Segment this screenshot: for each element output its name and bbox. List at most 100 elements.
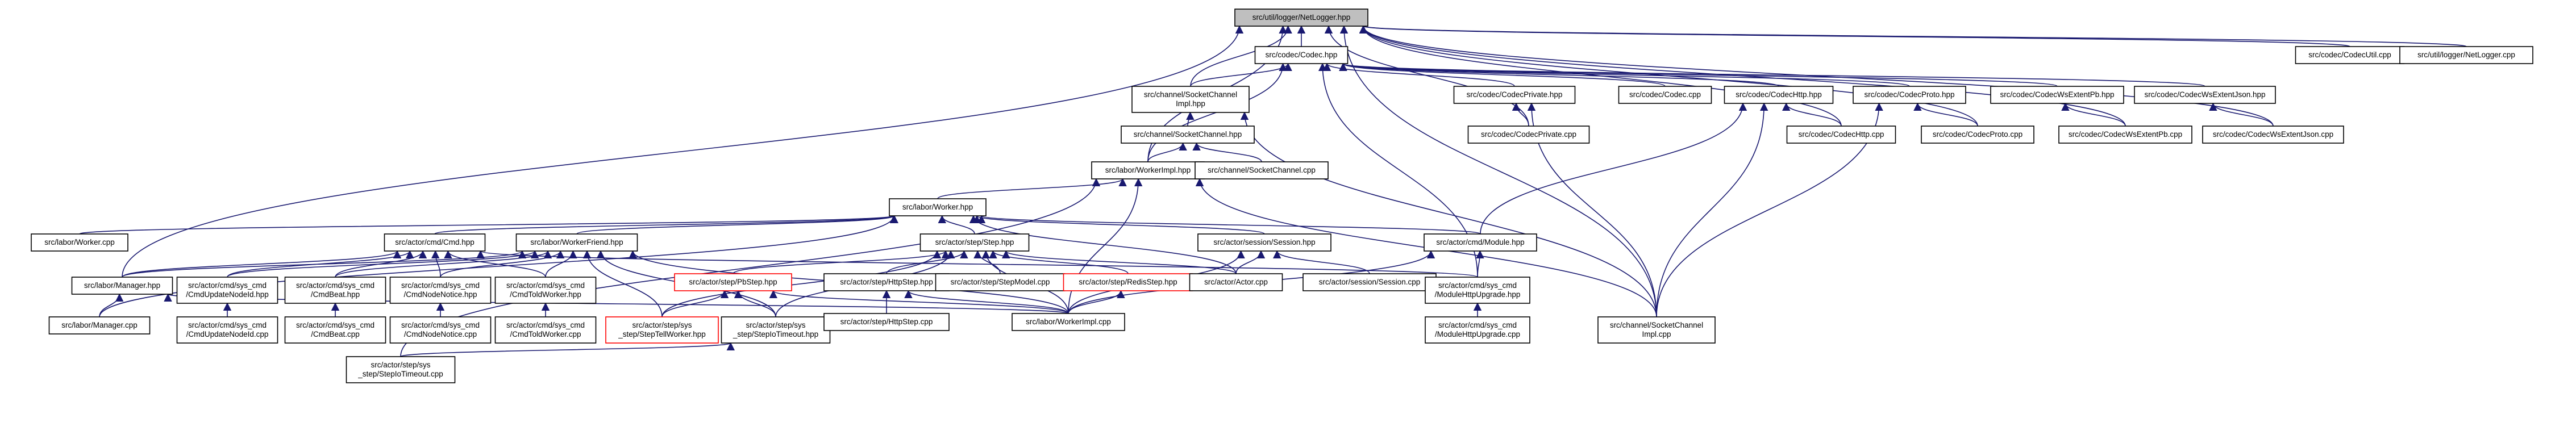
graph-node-codec-wspb-hpp[interactable]: src/codec/CodecWsExtentPb.hpp bbox=[1990, 86, 2124, 104]
graph-node-codec-proto-cpp[interactable]: src/codec/CodecProto.cpp bbox=[1921, 126, 2034, 144]
edge-arrow bbox=[99, 293, 124, 317]
node-box bbox=[1786, 126, 1896, 144]
graph-node-cmdnodenotice-cpp[interactable]: src/actor/cmd/sys_cmd/CmdNodeNotice.cpp bbox=[389, 316, 492, 344]
graph-node-codec-http-hpp[interactable]: src/codec/CodecHttp.hpp bbox=[1724, 86, 1834, 104]
node-label: src/labor/WorkerImpl.cpp bbox=[1026, 317, 1111, 326]
edge-arrow bbox=[1240, 111, 1657, 317]
graph-node-cmdtoldworker-cpp[interactable]: src/actor/cmd/sys_cmd/CmdToldWorker.cpp bbox=[494, 316, 597, 344]
node-box bbox=[1012, 313, 1125, 331]
graph-node-codec-http-cpp[interactable]: src/codec/CodecHttp.cpp bbox=[1786, 126, 1896, 144]
graph-node-netlogger-cpp[interactable]: src/util/logger/NetLogger.cpp bbox=[2399, 46, 2533, 64]
edge-arrow bbox=[582, 250, 663, 317]
graph-node-cmdtoldworker-hpp[interactable]: src/actor/cmd/sys_cmd/CmdToldWorker.hpp bbox=[494, 277, 597, 304]
edge-arrow bbox=[2061, 102, 2126, 127]
include-edge bbox=[734, 290, 776, 317]
node-box bbox=[494, 316, 597, 344]
node-label: src/codec/CodecWsExtentJson.hpp bbox=[2144, 90, 2265, 99]
graph-node-worker-hpp[interactable]: src/labor/Worker.hpp bbox=[889, 198, 987, 216]
graph-node-codec-cpp[interactable]: src/codec/Codec.cpp bbox=[1618, 86, 1712, 104]
graph-node-httpstep-cpp[interactable]: src/actor/step/HttpStep.cpp bbox=[823, 313, 950, 331]
include-edge bbox=[1360, 25, 2350, 47]
graph-node-manager-cpp[interactable]: src/labor/Manager.cpp bbox=[48, 316, 151, 335]
graph-node-modulehttpupgrade-cpp[interactable]: src/actor/cmd/sys_cmd/ModuleHttpUpgrade.… bbox=[1425, 316, 1530, 344]
graph-node-cmdupdatenodeid-cpp[interactable]: src/actor/cmd/sys_cmd/CmdUpdateNodeId.cp… bbox=[176, 316, 278, 344]
include-edge bbox=[1339, 62, 1910, 87]
node-label: src/actor/cmd/sys_cmd bbox=[506, 281, 585, 290]
graph-node-codec-private-cpp[interactable]: src/codec/CodecPrivate.cpp bbox=[1467, 126, 1590, 144]
edge-arrow bbox=[733, 250, 950, 274]
graph-node-cmdupdatenodeid-hpp[interactable]: src/actor/cmd/sys_cmd/CmdUpdateNodeId.hp… bbox=[176, 277, 278, 304]
graph-node-step-hpp[interactable]: src/actor/step/Step.hpp bbox=[919, 233, 1030, 252]
node-label: src/codec/Codec.cpp bbox=[1629, 90, 1701, 99]
graph-node-codec-wsjson-hpp[interactable]: src/codec/CodecWsExtentJson.hpp bbox=[2134, 86, 2276, 104]
node-box bbox=[823, 313, 950, 331]
node-box bbox=[1302, 273, 1437, 291]
node-box bbox=[494, 277, 597, 304]
node-box bbox=[176, 316, 278, 344]
graph-node-workerimpl-cpp[interactable]: src/labor/WorkerImpl.cpp bbox=[1012, 313, 1125, 331]
node-label: src/codec/CodecUtil.cpp bbox=[2308, 51, 2391, 59]
node-box bbox=[1453, 86, 1576, 104]
node-label: src/codec/CodecPrivate.cpp bbox=[1481, 130, 1576, 139]
node-label: /CmdBeat.hpp bbox=[311, 290, 360, 299]
graph-node-stepmodel-cpp[interactable]: src/actor/step/StepModel.cpp bbox=[935, 273, 1066, 291]
graph-node-codec-hpp[interactable]: src/codec/Codec.hpp bbox=[1254, 46, 1349, 64]
graph-node-codec-util[interactable]: src/codec/CodecUtil.cpp bbox=[2295, 46, 2405, 64]
graph-node-codec-private-hpp[interactable]: src/codec/CodecPrivate.hpp bbox=[1453, 86, 1576, 104]
graph-node-session-cpp[interactable]: src/actor/session/Session.cpp bbox=[1302, 273, 1437, 291]
edge-arrow bbox=[989, 250, 1129, 274]
edge-arrow bbox=[434, 215, 898, 235]
node-box bbox=[1618, 86, 1712, 104]
graph-node-root[interactable]: src/util/logger/NetLogger.hpp bbox=[1234, 9, 1368, 27]
edge-arrow bbox=[937, 178, 1127, 199]
graph-node-cmdbeat-hpp[interactable]: src/actor/cmd/sys_cmd/CmdBeat.hpp bbox=[284, 277, 386, 304]
graph-node-steptellworker-hpp[interactable]: src/actor/step/sys_step/StepTellWorker.h… bbox=[605, 316, 719, 344]
graph-node-cmdbeat-cpp[interactable]: src/actor/cmd/sys_cmd/CmdBeat.cpp bbox=[284, 316, 386, 344]
graph-node-codec-wsjson-cpp[interactable]: src/codec/CodecWsExtentJson.cpp bbox=[2202, 126, 2344, 144]
node-box bbox=[721, 316, 831, 344]
graph-node-stepiotimeout-cpp[interactable]: src/actor/step/sys_step/StepIoTimeout.cp… bbox=[346, 356, 456, 383]
include-edge bbox=[973, 250, 1001, 274]
node-label: src/util/logger/NetLogger.hpp bbox=[1252, 13, 1351, 22]
graph-node-manager-hpp[interactable]: src/labor/Manager.hpp bbox=[71, 277, 173, 295]
graph-node-cmd-hpp[interactable]: src/actor/cmd/Cmd.hpp bbox=[384, 233, 486, 252]
include-edge bbox=[973, 215, 1265, 235]
include-edge bbox=[1186, 111, 1195, 127]
edge-arrow bbox=[1913, 102, 1978, 127]
graph-node-codec-wspb-cpp[interactable]: src/codec/CodecWsExtentPb.cpp bbox=[2058, 126, 2192, 144]
node-box bbox=[71, 277, 173, 295]
node-label: Impl.hpp bbox=[1176, 99, 1205, 108]
include-edge bbox=[989, 250, 1129, 274]
graph-node-session-hpp[interactable]: src/actor/session/Session.hpp bbox=[1197, 233, 1331, 252]
graph-node-actor-cpp[interactable]: src/actor/Actor.cpp bbox=[1189, 273, 1283, 291]
graph-node-redisstep-hpp[interactable]: src/actor/step/RedisStep.hpp bbox=[1063, 273, 1193, 291]
graph-node-worker-cpp[interactable]: src/labor/Worker.cpp bbox=[31, 233, 128, 252]
node-box bbox=[284, 316, 386, 344]
graph-node-workerfriend-hpp[interactable]: src/labor/WorkerFriend.hpp bbox=[515, 233, 638, 252]
node-box bbox=[1424, 233, 1537, 252]
node-box bbox=[384, 233, 486, 252]
include-edge bbox=[938, 215, 975, 235]
node-label: src/labor/Worker.hpp bbox=[902, 203, 973, 211]
edge-arrow bbox=[99, 215, 898, 317]
edge-arrow bbox=[122, 25, 1244, 278]
node-label: src/labor/Manager.cpp bbox=[61, 321, 138, 329]
node-label: src/labor/Worker.cpp bbox=[44, 238, 115, 246]
graph-node-module-hpp[interactable]: src/actor/cmd/Module.hpp bbox=[1424, 233, 1537, 252]
graph-node-workerimpl-hpp[interactable]: src/labor/WorkerImpl.hpp bbox=[1091, 161, 1205, 179]
graph-node-modulehttpupgrade-hpp[interactable]: src/actor/cmd/sys_cmd/ModuleHttpUpgrade.… bbox=[1425, 277, 1530, 304]
graph-node-cmdnodenotice-hpp[interactable]: src/actor/cmd/sys_cmd/CmdNodeNotice.hpp bbox=[389, 277, 492, 304]
graph-node-httpstep-hpp[interactable]: src/actor/step/HttpStep.hpp bbox=[823, 273, 950, 291]
node-label: _step/StepIoTimeout.hpp bbox=[733, 330, 818, 338]
edge-arrow bbox=[1323, 62, 1515, 87]
node-label: src/channel/SocketChannel bbox=[1610, 321, 1703, 329]
graph-node-stepiotimeout-hpp[interactable]: src/actor/step/sys_step/StepIoTimeout.hp… bbox=[721, 316, 831, 344]
node-box bbox=[2202, 126, 2344, 144]
graph-node-sock-hpp[interactable]: src/channel/SocketChannel.hpp bbox=[1121, 126, 1255, 144]
graph-node-pbstep-hpp[interactable]: src/actor/step/PbStep.hpp bbox=[674, 273, 792, 291]
include-edge bbox=[1782, 102, 1842, 127]
graph-node-sock-cpp[interactable]: src/channel/SocketChannel.cpp bbox=[1195, 161, 1329, 179]
graph-node-codec-proto-hpp[interactable]: src/codec/CodecProto.hpp bbox=[1853, 86, 1966, 104]
